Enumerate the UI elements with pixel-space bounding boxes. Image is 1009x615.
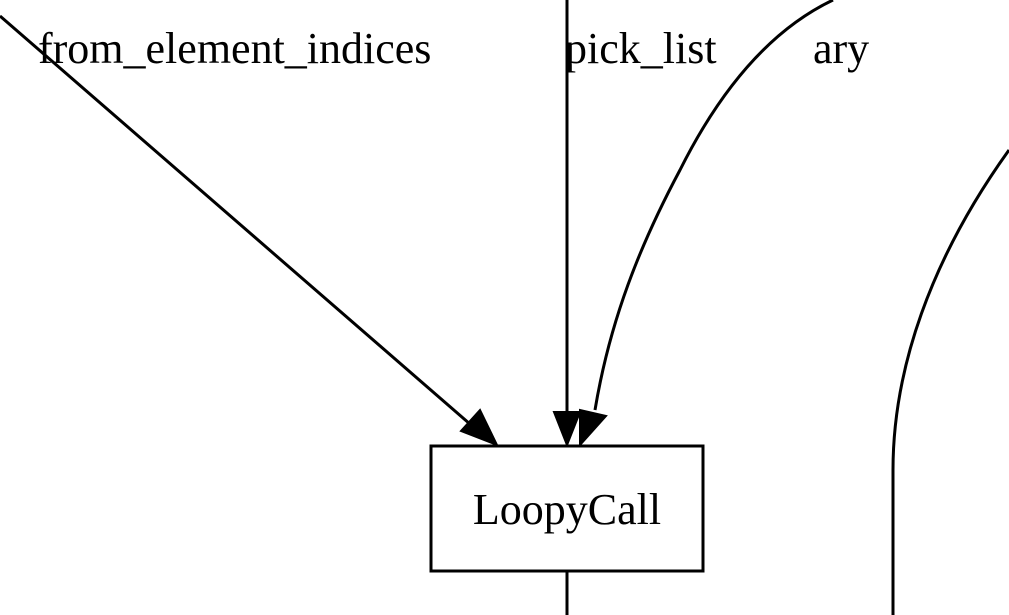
edge-ary-line — [593, 0, 834, 411]
edge-label-from-element-indices: from_element_indices — [38, 24, 431, 73]
edge-from-element-indices-arrowhead — [459, 408, 500, 447]
edge-label-pick-list: pick_list — [565, 24, 717, 73]
edge-from-element-indices-line — [0, 14, 479, 433]
edge-ary — [579, 0, 834, 448]
node-loopycall-label: LoopyCall — [473, 485, 661, 534]
node-loopycall: LoopyCall — [429, 444, 705, 573]
edge-pick-list — [552, 0, 582, 448]
node-loopycall-box — [429, 444, 705, 573]
edge-pick-list-arrowhead — [552, 411, 582, 448]
edge-ary-arrowhead — [579, 408, 608, 448]
edge-label-ary: ary — [813, 24, 869, 73]
edge-from-element-indices — [0, 14, 500, 447]
edge-right-curve-line — [891, 149, 1009, 615]
edge-right-curve — [891, 149, 1009, 615]
